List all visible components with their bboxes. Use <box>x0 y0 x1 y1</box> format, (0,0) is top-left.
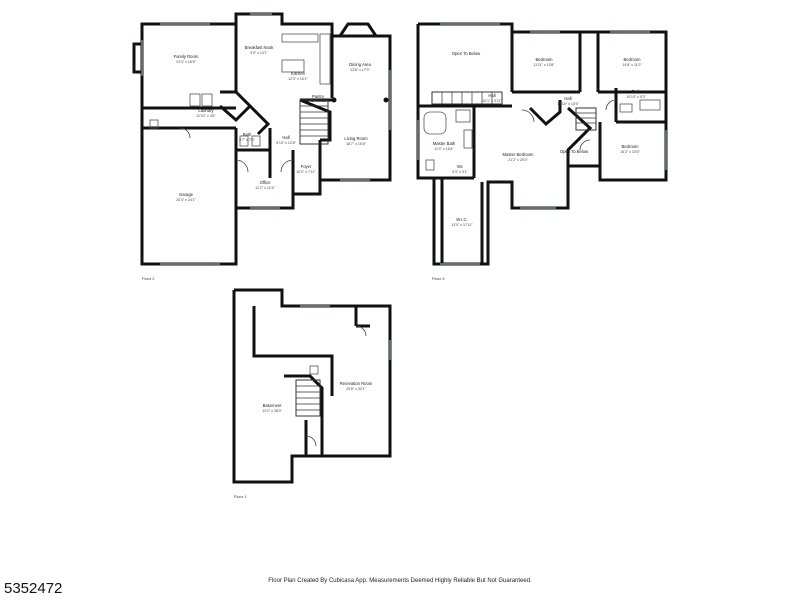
room-master-bedroom-dims: 21'2" x 20'0" <box>508 158 528 162</box>
room-bedroom-1-dims: 11'11" x 13'8" <box>533 63 555 67</box>
room-open-to-below-2-name: Open To Below <box>560 149 589 154</box>
room-bedroom-1-name: Bedroom <box>536 57 554 62</box>
room-breakfast-nook-dims: 9'0" x 13'1" <box>250 51 268 55</box>
room-hall-2-dims: 10'10" x 10'6" <box>557 102 579 106</box>
room-hall-1-dims: 10'1" x 3'11" <box>482 99 502 103</box>
room-living-room-dims: 18'7" x 16'8" <box>346 142 366 146</box>
room-kitchen-dims: 12'3" x 15'1" <box>288 77 308 81</box>
room-pantry-dims: 4'1" x 3'11" <box>309 99 327 103</box>
room-garage-name: Garage <box>179 192 194 197</box>
room-recreation-room-name: Recreation Room <box>340 381 373 386</box>
room-wc-dims: 5'3" x 3'1" <box>452 170 468 174</box>
room-recreation-room-dims: 20'8" x 32'1" <box>346 387 366 391</box>
room-bedroom-3-name: Bedroom <box>622 144 640 149</box>
room-bath-name: Bath <box>243 132 252 137</box>
room-bedroom-2-name: Bedroom <box>624 57 642 62</box>
room-kitchen-name: Kitchen <box>291 71 306 76</box>
floor-2-label: Floor 2 <box>142 276 155 281</box>
room-dining-area-dims: 13'8" x 17'0" <box>350 68 370 72</box>
room-bath-1-name: Bath <box>632 89 641 94</box>
room-hall-name: Hall <box>282 135 289 140</box>
room-family-room-dims: 23'4" x 18'5" <box>176 60 196 64</box>
floor-2-plan: Family Room 23'4" x 18'5" Breakfast Nook… <box>132 12 392 281</box>
room-pantry-name: Pantry <box>312 94 325 99</box>
room-laundry-dims: 11'10" x 4'8" <box>196 114 216 118</box>
room-hall-dims: 9'10" x 12'8" <box>276 141 296 145</box>
room-wc-name: Wc <box>457 164 463 169</box>
room-open-to-below-1-name: Open To Below <box>452 51 481 56</box>
room-breakfast-nook-name: Breakfast Nook <box>245 45 275 50</box>
room-bath-1-dims: 10'10" x 5'3" <box>626 95 646 99</box>
room-hall-2-name: Hall <box>564 96 571 101</box>
room-living-room-name: Living Room <box>344 136 368 141</box>
room-bath-dims: 5'7" x 7'6" <box>239 138 255 142</box>
room-basement-name: Basement <box>263 403 283 408</box>
room-foyer-name: Foyer <box>301 164 312 169</box>
room-wic-name: W.I.C. <box>456 217 467 222</box>
room-master-bedroom-name: Master Bedroom <box>503 152 534 157</box>
room-laundry-name: Laundry <box>198 108 214 113</box>
room-wic-dims: 13'0" x 17'11" <box>451 223 473 227</box>
room-family-room-name: Family Room <box>174 54 199 59</box>
room-office-name: Office <box>260 180 272 185</box>
room-office-dims: 12'2" x 12'4" <box>255 186 275 190</box>
room-dining-area-name: Dining Area <box>349 62 371 67</box>
floor-3-plan: Open To Below Bedroom 11'11" x 13'8" Bed… <box>416 22 668 281</box>
room-bedroom-3-dims: 16'2" x 15'5" <box>620 150 640 154</box>
room-master-bath-name: Master Bath <box>433 141 456 146</box>
room-bedroom-2-dims: 14'8" x 11'0" <box>622 63 642 67</box>
room-foyer-dims: 10'0" x 7'11" <box>296 170 316 174</box>
room-garage-dims: 20'3" x 24'1" <box>176 198 196 202</box>
floor-plan-disclaimer: Floor Plan Created By Cubicasa App. Meas… <box>268 578 532 584</box>
listing-id: 5352472 <box>4 580 63 597</box>
room-master-bath-dims: 11'3" x 16'4" <box>434 147 454 151</box>
floor-1-plan: Recreation Room 20'8" x 32'1" Basement 1… <box>232 288 392 499</box>
room-hall-1-name: Hall <box>488 93 495 98</box>
floor-3-label: Floor 3 <box>432 276 445 281</box>
room-basement-dims: 13'2" x 38'0" <box>262 409 282 413</box>
floor-1-label: Floor 1 <box>234 494 247 499</box>
